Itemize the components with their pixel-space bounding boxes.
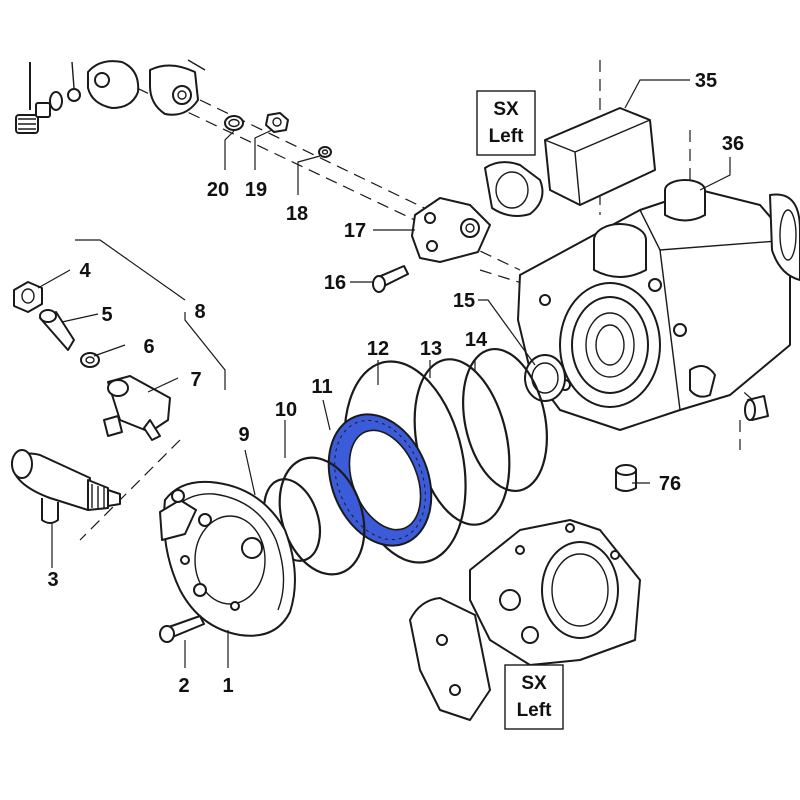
callout-20: 20 (207, 179, 229, 201)
callout-17: 17 (344, 220, 366, 242)
side-box-top-line2: Left (489, 126, 525, 147)
part-5-nipple (39, 309, 75, 351)
callout-18: 18 (286, 203, 308, 225)
top-left-fittings (15, 59, 206, 134)
callout-labels: 1 2 3 4 5 6 7 8 9 10 11 12 13 14 15 16 1… (47, 70, 744, 697)
part-36-manifold-body (517, 179, 800, 431)
callout-11: 11 (311, 376, 332, 398)
callout-19: 19 (245, 179, 267, 201)
part-19-nut (265, 112, 289, 133)
callout-13: 13 (420, 338, 442, 360)
part-35-cover-block (484, 107, 656, 217)
callout-4: 4 (79, 260, 91, 282)
callout-76: 76 (659, 473, 681, 495)
callout-16: 16 (324, 272, 346, 294)
callout-15: 15 (453, 290, 475, 312)
callout-12: 12 (367, 338, 389, 360)
part-7-fitting (103, 375, 171, 441)
callout-2: 2 (178, 675, 189, 697)
callout-1: 1 (222, 675, 233, 697)
callout-35: 35 (695, 70, 717, 92)
part-3-valve (11, 449, 121, 524)
part-4-nut (13, 281, 43, 313)
side-box-top: SX Left (476, 90, 536, 156)
part-16-bolt (372, 265, 409, 293)
callout-8: 8 (194, 301, 205, 323)
bottom-plate-gasket (409, 519, 641, 721)
callout-5: 5 (101, 304, 112, 326)
part-6-washer (80, 352, 100, 368)
leader-lines (37, 79, 731, 668)
side-box-bottom-line2: Left (517, 700, 553, 721)
side-box-top-line1: SX (493, 99, 519, 120)
part-1-head (159, 480, 296, 637)
part-2-bolt (159, 615, 205, 643)
part-18-washer (318, 146, 332, 158)
part-76-pin (615, 464, 637, 492)
small-bushing (744, 395, 769, 421)
callout-10: 10 (275, 399, 297, 421)
side-box-bottom-line1: SX (521, 673, 547, 694)
callout-14: 14 (465, 329, 488, 351)
callout-9: 9 (238, 424, 249, 446)
callout-7: 7 (190, 369, 201, 391)
part-17-bracket (411, 197, 491, 263)
part-20-oring (224, 115, 244, 131)
side-box-bottom: SX Left (504, 664, 564, 730)
part-11-seal-highlighted (327, 413, 433, 547)
part-14-oring (462, 347, 548, 493)
callout-36: 36 (722, 133, 744, 155)
callout-3: 3 (47, 569, 58, 591)
callout-6: 6 (143, 336, 154, 358)
